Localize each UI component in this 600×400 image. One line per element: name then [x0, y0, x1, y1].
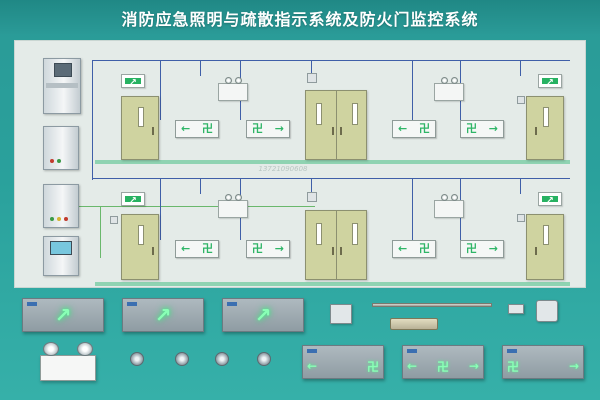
fire-door-double-icon[interactable] — [305, 210, 367, 280]
twin-emergency-lamp-icon — [218, 77, 248, 101]
recessed-downlight-icon — [215, 352, 229, 366]
fire-door-icon[interactable] — [526, 96, 564, 160]
large-exit-sign-icon: ↗ — [22, 298, 104, 332]
twin-emergency-lamp-icon — [218, 194, 248, 218]
twin-emergency-lamp-icon — [434, 77, 464, 101]
direction-arrow-sign-icon: ←卍 — [175, 120, 219, 138]
floor-divider — [95, 160, 570, 164]
monitor-cabinet-icon[interactable] — [43, 58, 81, 114]
drop-wire — [200, 178, 201, 194]
direction-arrow-sign-icon: 卍→ — [460, 120, 504, 138]
large-direction-sign-icon: ←卍 — [302, 345, 384, 379]
watermark-text: 13721090608 — [258, 165, 308, 173]
direction-arrow-sign-icon: ←卍 — [175, 240, 219, 258]
door-state-sensor-icon — [307, 192, 317, 202]
fire-door-icon[interactable] — [526, 214, 564, 280]
large-exit-sign-icon: ↗ — [122, 298, 204, 332]
twin-emergency-lamp-icon — [40, 342, 96, 381]
door-sensor-icon — [508, 304, 524, 314]
magnetic-holder-icon — [330, 304, 352, 324]
bus-wire-floor1 — [92, 178, 570, 179]
door-monitor-panel-icon[interactable] — [43, 184, 79, 228]
recessed-downlight-icon — [175, 352, 189, 366]
electromagnetic-door-holder-icon — [536, 300, 558, 322]
drop-wire — [311, 178, 312, 192]
fire-door-icon[interactable] — [121, 214, 159, 280]
twin-emergency-lamp-icon — [434, 194, 464, 218]
bus-wire-floor2 — [92, 60, 570, 61]
door-state-sensor-icon — [517, 214, 525, 222]
exit-sign-icon: ↗ — [538, 74, 562, 88]
door-closer-arm-icon — [372, 303, 492, 307]
large-direction-sign-icon: 卍→ — [502, 345, 584, 379]
recessed-downlight-icon — [257, 352, 271, 366]
drop-wire — [160, 178, 161, 240]
drop-wire — [412, 178, 413, 240]
door-state-sensor-icon — [110, 216, 118, 224]
door-bus-riser — [100, 206, 101, 258]
exit-sign-icon: ↗ — [121, 192, 145, 206]
direction-arrow-sign-icon: 卍→ — [246, 120, 290, 138]
drop-wire — [412, 60, 413, 122]
drop-wire — [520, 178, 521, 194]
fire-door-icon[interactable] — [121, 96, 159, 160]
drop-wire — [520, 60, 521, 76]
direction-arrow-sign-icon: ←卍 — [392, 240, 436, 258]
large-exit-sign-icon: ↗ — [222, 298, 304, 332]
direction-arrow-sign-icon: 卍→ — [460, 240, 504, 258]
distribution-box-icon[interactable] — [43, 126, 79, 170]
door-closer-icon — [390, 318, 438, 330]
floor-base — [95, 282, 570, 286]
exit-sign-icon: ↗ — [121, 74, 145, 88]
page-title: 消防应急照明与疏散指示系统及防火门监控系统 — [121, 10, 479, 29]
drop-wire — [311, 60, 312, 74]
fire-door-double-icon[interactable] — [305, 90, 367, 160]
door-bus-wire — [75, 206, 315, 207]
exit-sign-icon: ↗ — [538, 192, 562, 206]
recessed-downlight-icon — [130, 352, 144, 366]
drop-wire — [160, 60, 161, 120]
direction-arrow-sign-icon: ←卍 — [392, 120, 436, 138]
large-direction-sign-icon: ←卍→ — [402, 345, 484, 379]
door-state-sensor-icon — [307, 73, 317, 83]
title-band — [0, 0, 600, 34]
direction-arrow-sign-icon: 卍→ — [246, 240, 290, 258]
bus-wire-riser — [92, 60, 93, 180]
drop-wire — [200, 60, 201, 76]
door-state-sensor-icon — [517, 96, 525, 104]
controller-cabinet-icon[interactable] — [43, 236, 79, 276]
